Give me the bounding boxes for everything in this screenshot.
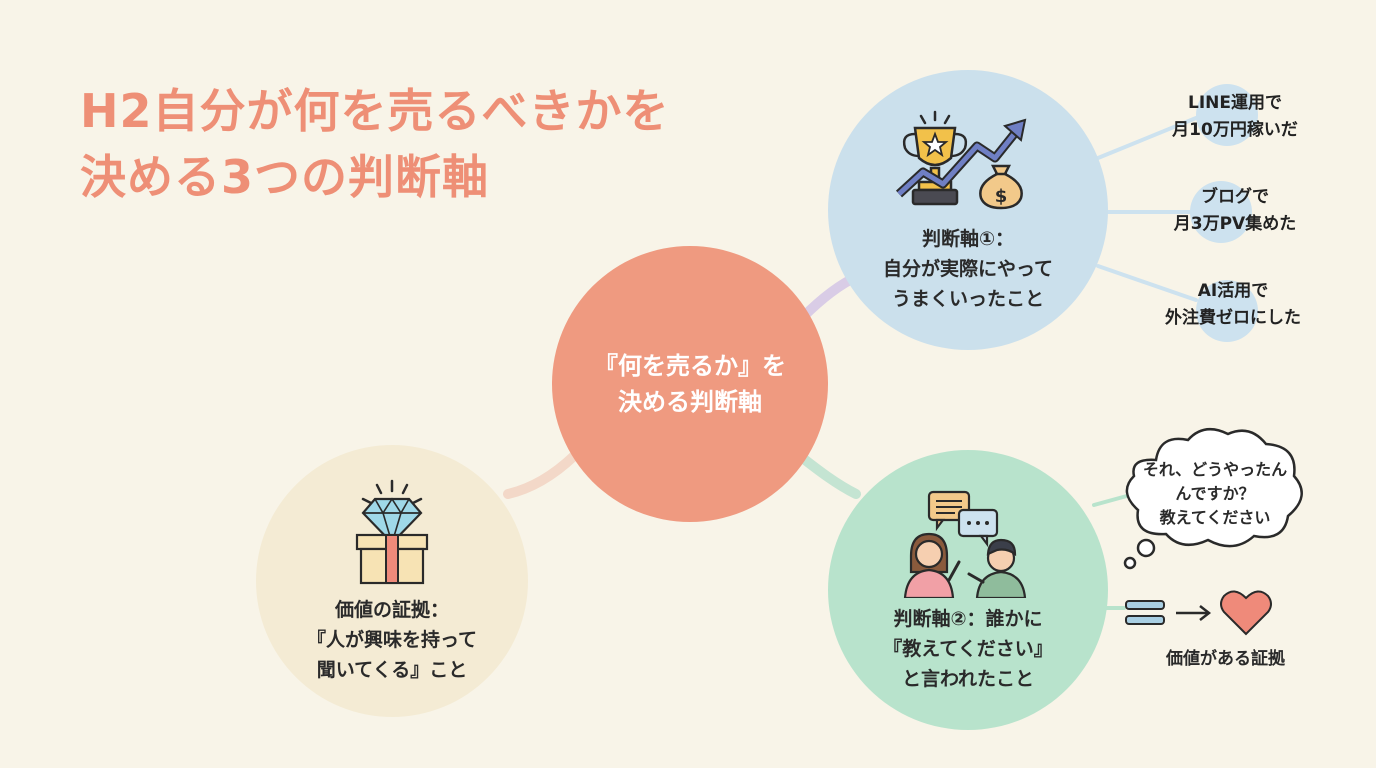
example-3: AI活用で 外注費ゼロにした	[1138, 278, 1328, 332]
conversation-illustration	[893, 486, 1043, 598]
axis1-line-2: 自分が実際にやって	[882, 258, 1054, 280]
example-2: ブログで 月3万PV集めた	[1150, 184, 1320, 238]
thought-cloud-icon	[1123, 427, 1303, 570]
example-3-line-1: AI活用で	[1197, 281, 1269, 301]
example-2-line-2: 月3万PV集めた	[1173, 214, 1297, 234]
chat-bubbles-icon	[927, 490, 999, 548]
axis1-line-3: うまくいったこと	[891, 288, 1044, 310]
proof-line-1: 価値の証拠：	[334, 599, 449, 621]
axis2-line-3: と言われたこと	[901, 668, 1035, 690]
example-bubble-3	[1196, 280, 1258, 342]
example-2-line-1: ブログで	[1201, 187, 1269, 207]
proof-node: 価値の証拠： 『人が興味を持って 聞いてくる』こと	[256, 445, 528, 717]
thought-line-3: 教えてください	[1159, 508, 1271, 527]
svg-text:$: $	[995, 186, 1008, 207]
thought-cloud-text: それ、どうやったん んですか？ 教えてください	[1130, 458, 1300, 530]
center-line-1: 『何を売るか』を	[594, 352, 786, 380]
equals-icon	[1125, 600, 1165, 625]
axis1-node: $ 判断軸①： 自分が実際にやって うまくいったこと	[828, 70, 1108, 350]
example-1-line-2: 月10万円稼いだ	[1172, 120, 1298, 140]
woman-person-icon	[903, 532, 961, 598]
heart-icon	[1220, 590, 1272, 636]
axis1-line-1: 判断軸①：	[921, 228, 1015, 250]
example-bubble-1	[1196, 84, 1258, 146]
title-line-2: 決める3つの判断軸	[80, 150, 490, 204]
thought-line-2: んですか？	[1175, 484, 1255, 503]
center-line-2: 決める判断軸	[618, 388, 762, 416]
axis2-line-1: 判断軸②：誰かに	[893, 608, 1043, 630]
money-bag-icon: $	[979, 164, 1023, 210]
growth-arrow-icon	[895, 118, 1027, 198]
sparkle-icon	[919, 110, 951, 125]
page-title: H2自分が何を売るべきかを 決める3つの判断軸	[80, 78, 800, 210]
evidence-label: 価値がある証拠	[1166, 649, 1285, 669]
example-3-line-2: 外注費ゼロにした	[1165, 308, 1301, 328]
center-node: 『何を売るか』を 決める判断軸	[552, 246, 828, 522]
title-line-1: H2自分が何を売るべきかを	[80, 84, 670, 138]
sparkle-icon	[361, 479, 423, 505]
example-bubble-2	[1190, 181, 1252, 243]
proof-line-3: 聞いてくる』こと	[316, 659, 468, 681]
example-1-line-1: LINE運用で	[1188, 93, 1282, 113]
thought-line-1: それ、どうやったん	[1142, 460, 1288, 479]
gift-box-icon	[355, 533, 429, 585]
diamond-gift-illustration	[317, 477, 467, 589]
axis2-node: 判断軸②：誰かに 『教えてください』 と言われたこと	[828, 450, 1108, 730]
evidence-equation	[1125, 590, 1272, 636]
trophy-growth-illustration: $	[893, 106, 1043, 218]
man-person-icon	[967, 538, 1027, 598]
example-1: LINE運用で 月10万円稼いだ	[1150, 90, 1320, 144]
arrow-right-icon	[1176, 605, 1212, 621]
axis2-line-2: 『教えてください』	[883, 638, 1053, 660]
proof-line-2: 『人が興味を持って	[306, 629, 478, 651]
